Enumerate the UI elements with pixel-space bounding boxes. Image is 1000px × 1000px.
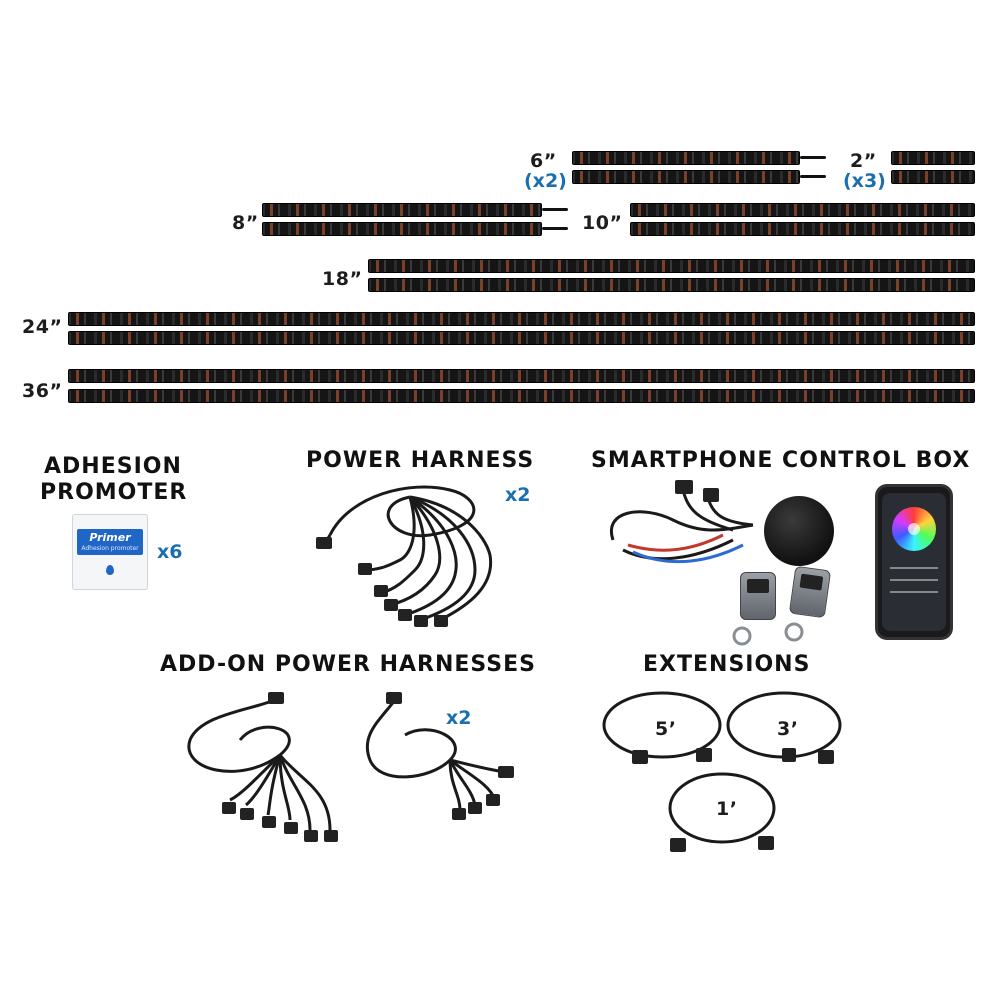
adhesion-title-line2: PROMOTER — [40, 480, 188, 505]
extension-5ft-image — [602, 691, 722, 764]
power-harness-image — [316, 485, 493, 627]
color-wheel-icon — [892, 507, 936, 551]
length-label-8in: 8” — [232, 212, 259, 234]
led-strip-24in-a — [68, 312, 975, 326]
extension-1ft-image — [668, 772, 776, 852]
remote-fob-2 — [788, 565, 832, 619]
power-harness-title: POWER HARNESS — [306, 448, 535, 473]
length-label-6in: 6” — [530, 150, 557, 172]
led-strip-24in-b — [68, 331, 975, 345]
control-box-title: SMARTPHONE CONTROL BOX — [591, 448, 971, 473]
control-box-wiring-image — [609, 480, 754, 564]
length-label-2in: 2” — [850, 150, 877, 172]
droplet-icon — [106, 565, 114, 575]
led-strip-36in-a — [68, 369, 975, 383]
led-strip-36in-b — [68, 389, 975, 403]
phone-slider-1 — [890, 567, 938, 569]
extension-1ft-label: 1’ — [716, 798, 738, 820]
smartphone-image — [875, 484, 953, 640]
length-label-36in: 36” — [22, 380, 63, 402]
remote-buttons-2 — [799, 573, 824, 591]
primer-packet-image: Primer Adhesion promoter — [72, 514, 148, 590]
primer-label-band: Primer Adhesion promoter — [77, 529, 143, 555]
primer-subtitle: Adhesion promoter — [81, 545, 139, 552]
remote-fob-1 — [740, 572, 776, 620]
extensions-title: EXTENSIONS — [643, 652, 811, 677]
power-harness-qty: x2 — [505, 484, 531, 506]
control-box-image — [764, 496, 834, 566]
led-strip-18in-b — [368, 278, 975, 292]
led-strip-10in-a — [630, 203, 975, 217]
extension-5ft-label: 5’ — [655, 718, 677, 740]
length-label-24in: 24” — [22, 316, 63, 338]
addon-harness-image-2 — [365, 692, 514, 820]
qty-label-6in: (x2) — [524, 170, 567, 192]
qty-label-2in: (x3) — [843, 170, 886, 192]
led-strip-6in-b — [572, 170, 826, 184]
phone-slider-3 — [890, 591, 938, 593]
extension-3ft-label: 3’ — [777, 718, 799, 740]
led-strip-6in-a — [572, 151, 826, 165]
extension-3ft-image — [726, 691, 842, 764]
phone-screen — [882, 493, 946, 631]
length-label-18in: 18” — [322, 268, 363, 290]
led-strip-2in-b — [891, 170, 975, 184]
addon-harness-title: ADD-ON POWER HARNESSES — [160, 652, 536, 677]
addon-harness-qty: x2 — [446, 707, 472, 729]
led-strip-18in-a — [368, 259, 975, 273]
addon-harness-image-1 — [187, 692, 338, 842]
led-strip-10in-b — [630, 222, 975, 236]
led-strip-2in-a — [891, 151, 975, 165]
led-strip-8in-b — [262, 222, 568, 236]
adhesion-title-line1: ADHESION — [44, 454, 182, 479]
remote-buttons-1 — [747, 579, 769, 593]
primer-brand: Primer — [89, 531, 131, 544]
adhesion-qty: x6 — [157, 541, 183, 563]
phone-slider-2 — [890, 579, 938, 581]
led-strip-8in-a — [262, 203, 568, 217]
length-label-10in: 10” — [582, 212, 623, 234]
keyring-image — [732, 622, 804, 646]
